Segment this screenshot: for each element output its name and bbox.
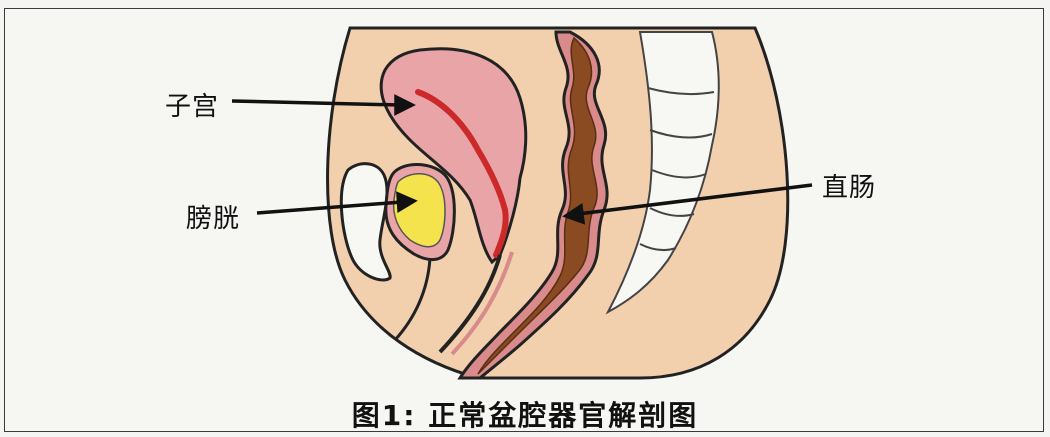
bladder-label: 膀胱 <box>186 198 240 235</box>
uterus-label: 子宫 <box>165 86 219 123</box>
rectum-label: 直肠 <box>822 167 876 204</box>
figure-caption: 图1: 正常盆腔器官解剖图 <box>0 394 1050 434</box>
